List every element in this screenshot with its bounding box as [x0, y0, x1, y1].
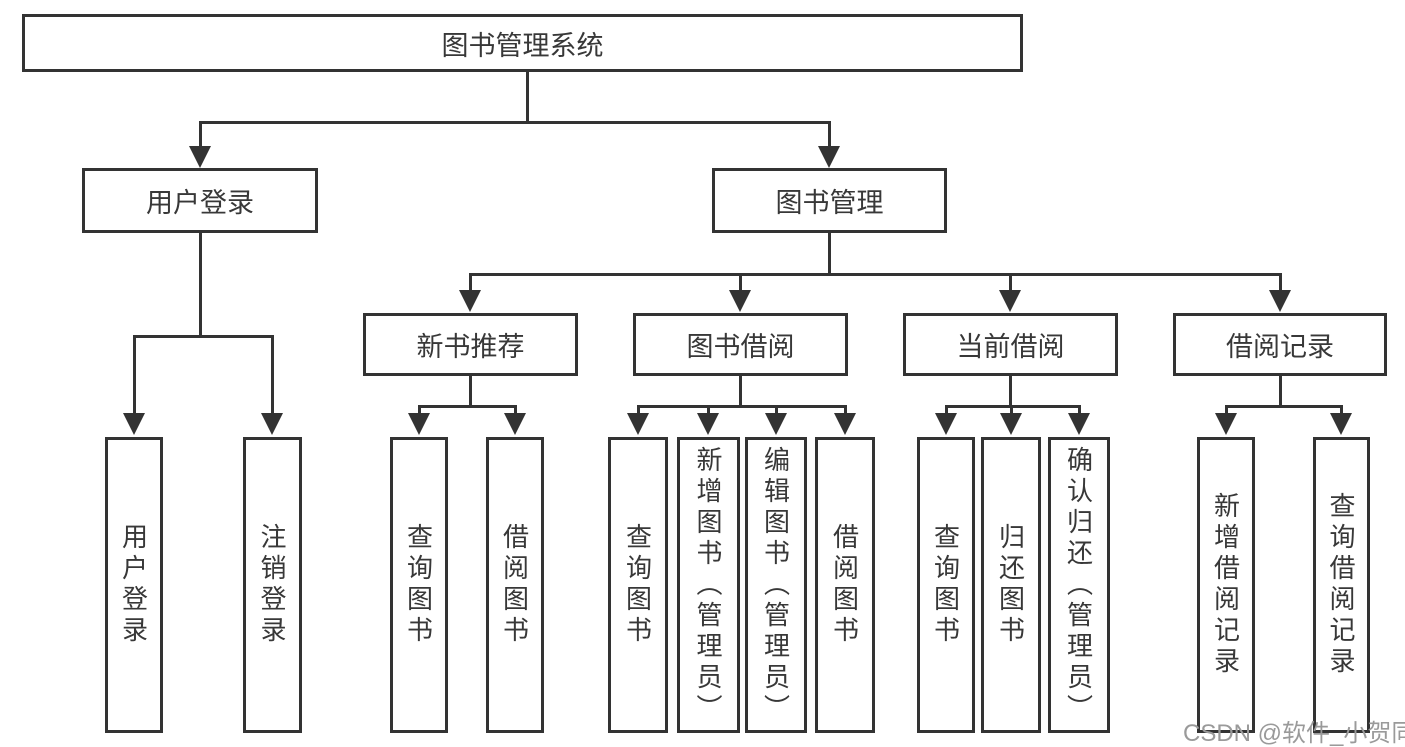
- arrowhead-down-icon: [834, 413, 856, 435]
- arrowhead-down-icon: [261, 413, 283, 435]
- connector-line: [1340, 405, 1343, 415]
- connector-line: [1078, 405, 1081, 415]
- connector-line: [1009, 273, 1012, 291]
- arrowhead-down-icon: [1068, 413, 1090, 435]
- arrowhead-down-icon: [729, 290, 751, 312]
- arrowhead-down-icon: [697, 413, 719, 435]
- node-book-borrow: 图书借阅: [633, 313, 848, 376]
- node-borrow-records: 借阅记录: [1173, 313, 1387, 376]
- arrowhead-down-icon: [627, 413, 649, 435]
- connector-current-stub: [1009, 376, 1012, 405]
- connector-recommend-stub: [469, 376, 472, 405]
- connector-line: [199, 121, 202, 147]
- connector-line: [271, 335, 274, 414]
- arrowhead-down-icon: [999, 290, 1021, 312]
- leaf-borrow-books-recommend: 借阅图书: [486, 437, 544, 733]
- arrowhead-down-icon: [1000, 413, 1022, 435]
- connector-records-bar: [1225, 405, 1343, 408]
- connector-line: [637, 405, 640, 415]
- connector-line: [739, 273, 742, 291]
- arrowhead-down-icon: [123, 413, 145, 435]
- connector-user-login-bar: [133, 335, 274, 338]
- arrowhead-down-icon: [765, 413, 787, 435]
- connector-current-bar: [945, 405, 1081, 408]
- leaf-query-books-current: 查询图书: [917, 437, 975, 733]
- leaf-confirm-return-admin: 确认归还（管理员）: [1048, 437, 1110, 733]
- leaf-add-borrow-record: 新增借阅记录: [1197, 437, 1255, 733]
- node-current-borrow: 当前借阅: [903, 313, 1118, 376]
- arrowhead-down-icon: [189, 146, 211, 168]
- connector-line: [945, 405, 948, 415]
- leaf-edit-book-admin: 编辑图书（管理员）: [745, 437, 807, 733]
- connector-line: [133, 335, 136, 414]
- arrowhead-down-icon: [408, 413, 430, 435]
- leaf-query-borrow-record: 查询借阅记录: [1313, 437, 1370, 733]
- csdn-watermark: CSDN @软件_小贺同学: [1183, 720, 1405, 747]
- connector-line: [418, 405, 421, 415]
- leaf-query-books-recommend: 查询图书: [390, 437, 448, 733]
- connector-line: [775, 405, 778, 415]
- arrowhead-down-icon: [818, 146, 840, 168]
- connector-line: [828, 121, 831, 147]
- connector-line: [1225, 405, 1228, 415]
- leaf-logout: 注销登录: [243, 437, 302, 733]
- arrowhead-down-icon: [935, 413, 957, 435]
- node-new-book-recommend: 新书推荐: [363, 313, 578, 376]
- connector-records-stub: [1279, 376, 1282, 405]
- arrowhead-down-icon: [459, 290, 481, 312]
- connector-line: [469, 273, 472, 291]
- arrowhead-down-icon: [504, 413, 526, 435]
- connector-line: [514, 405, 517, 415]
- node-book-management: 图书管理: [712, 168, 947, 233]
- node-user-login: 用户登录: [82, 168, 318, 233]
- leaf-borrow-books-borrow: 借阅图书: [815, 437, 875, 733]
- leaf-return-book: 归还图书: [981, 437, 1041, 733]
- connector-line: [707, 405, 710, 415]
- connector-line: [844, 405, 847, 415]
- connector-level3-bar: [469, 273, 1282, 276]
- leaf-user-login: 用户登录: [105, 437, 163, 733]
- connector-book-management-stub: [828, 233, 831, 273]
- arrowhead-down-icon: [1330, 413, 1352, 435]
- arrowhead-down-icon: [1269, 290, 1291, 312]
- connector-level2-bar: [199, 121, 831, 124]
- connector-borrow-bar: [637, 405, 847, 408]
- node-book-management-system: 图书管理系统: [22, 14, 1023, 72]
- connector-line: [1010, 405, 1013, 415]
- leaf-query-books-borrow: 查询图书: [608, 437, 668, 733]
- connector-borrow-stub: [739, 376, 742, 405]
- connector-root-stub: [526, 72, 529, 121]
- connector-user-login-stub: [199, 233, 202, 335]
- leaf-add-book-admin: 新增图书（管理员）: [677, 437, 740, 733]
- arrowhead-down-icon: [1215, 413, 1237, 435]
- connector-recommend-bar: [418, 405, 517, 408]
- connector-line: [1279, 273, 1282, 291]
